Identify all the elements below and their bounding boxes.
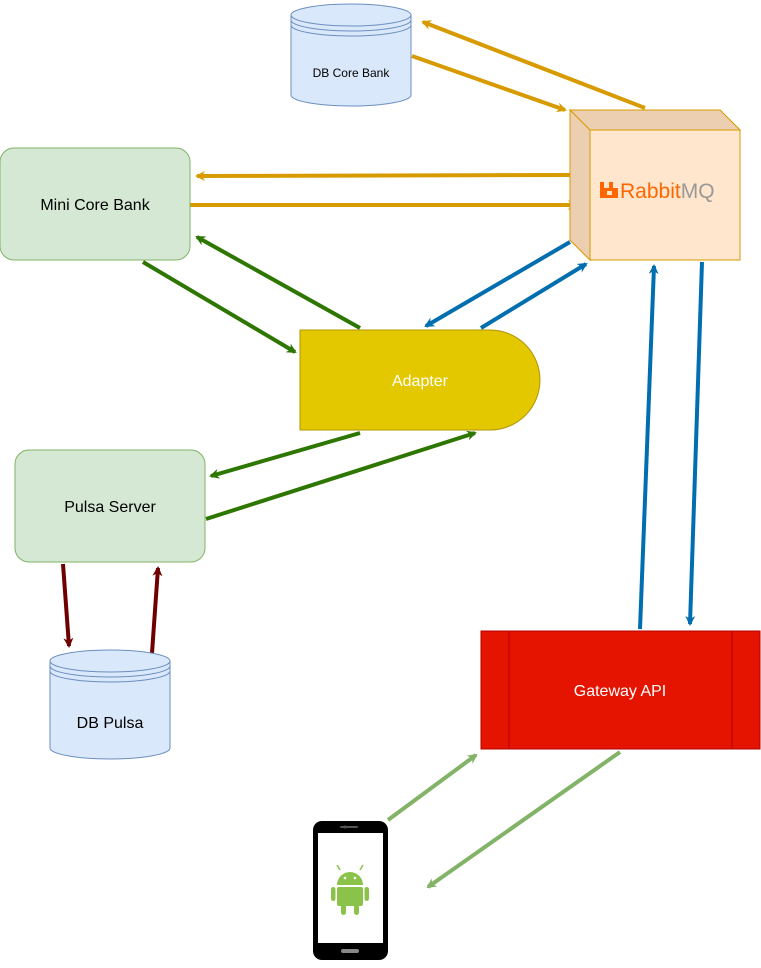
phone-camera — [343, 825, 347, 829]
edge-rabbitmq-to-adapter — [424, 240, 572, 328]
mini-core-bank-box — [0, 147, 191, 261]
gateway-api-box — [480, 630, 761, 750]
android-phone-icon[interactable] — [313, 821, 388, 960]
edge-db-core-bank-to-rabbitmq — [411, 54, 567, 113]
db-pulsa-label: DB Pulsa — [77, 715, 144, 732]
rabbitmq-logo-icon — [600, 182, 618, 198]
db-pulsa-node[interactable]: DB Pulsa — [49, 649, 171, 760]
rabbitmq-cube-side — [568, 109, 742, 131]
edge-pulsa-server-to-adapter — [205, 430, 477, 521]
edge-adapter-to-pulsa-server — [209, 431, 361, 479]
db-pulsa-rim — [49, 660, 171, 683]
edge-mini-core-bank-to-adapter — [141, 260, 297, 354]
rabbitmq-logo-text: RabbitMQ — [620, 180, 715, 203]
edges — [61, 20, 704, 889]
edge-db-pulsa-to-pulsa-server — [150, 566, 163, 654]
pulsa-server-label: Pulsa Server — [64, 499, 156, 516]
db-core-bank-node[interactable]: DB Core Bank — [290, 3, 412, 107]
edge-rabbitmq-to-gateway — [685, 261, 704, 626]
edge-rabbitmq-to-mini-core-bank — [195, 170, 571, 181]
db-core-bank-label: DB Core Bank — [313, 66, 391, 80]
pulsa-server-box — [14, 449, 206, 563]
adapter-label: Adapter — [392, 373, 449, 390]
edge-adapter-to-mini-core-bank — [195, 235, 361, 330]
rabbitmq-logo-rabbit: Rabbit — [620, 180, 681, 203]
edge-rabbitmq-to-db-core-bank — [421, 20, 646, 110]
edge-phone-to-gateway — [386, 753, 478, 822]
gateway-api-label: Gateway API — [574, 683, 667, 700]
phone-speaker — [340, 826, 358, 828]
db-core-bank-rim — [290, 14, 412, 37]
rabbitmq-logo-mq: MQ — [681, 180, 715, 203]
edge-gateway-to-phone — [426, 750, 622, 889]
adapter-shape — [299, 329, 541, 431]
db-core-bank-cylinder — [290, 3, 412, 107]
gateway-api-node[interactable]: Gateway API — [480, 630, 761, 750]
edge-pulsa-server-to-db-pulsa — [61, 563, 74, 648]
android-robot-icon — [331, 864, 369, 915]
edge-adapter-to-rabbitmq — [479, 262, 588, 330]
rabbitmq-cube-left — [569, 108, 591, 262]
pulsa-server-node[interactable]: Pulsa Server — [14, 449, 206, 563]
edge-gateway-to-rabbitmq — [638, 264, 659, 630]
mini-core-bank-node[interactable]: Mini Core Bank — [0, 147, 191, 261]
db-pulsa-cylinder — [49, 649, 171, 760]
mini-core-bank-label: Mini Core Bank — [40, 197, 150, 214]
phone-home-button — [341, 949, 359, 953]
rabbitmq-node[interactable]: RabbitMQ — [568, 108, 742, 262]
adapter-node[interactable]: Adapter — [299, 329, 541, 431]
